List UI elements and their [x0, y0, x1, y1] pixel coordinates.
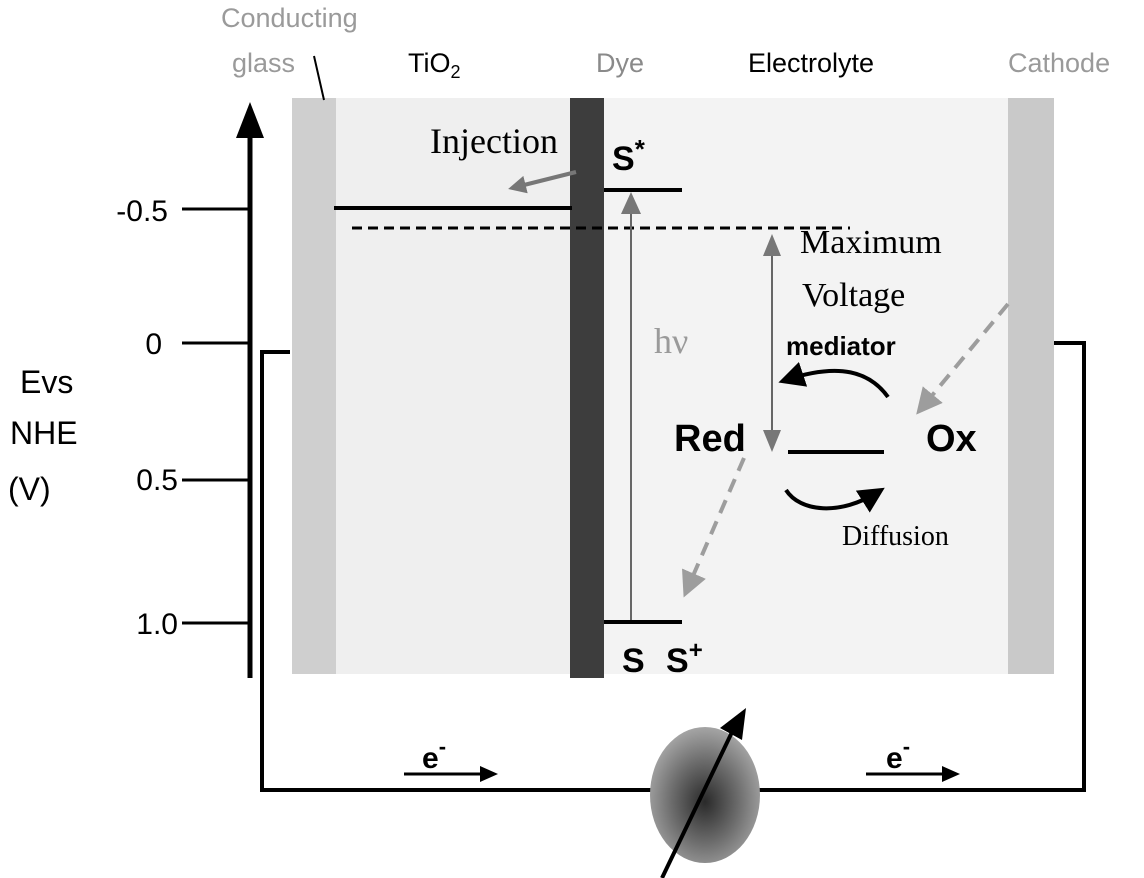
label-s-ground: S	[622, 642, 645, 680]
label-h-nu: hν	[654, 321, 688, 361]
max-voltage-arrowhead-bottom	[763, 430, 781, 452]
label-mediator: mediator	[786, 331, 896, 361]
max-voltage-arrowhead-top	[763, 234, 781, 256]
label-electrolyte: Electrolyte	[748, 48, 874, 78]
tick-label-0-5: 0.5	[136, 464, 178, 497]
load-meter-needle-arrowhead	[720, 708, 746, 740]
axis-label-nhe: NHE	[10, 415, 78, 451]
label-cathode: Cathode	[1008, 48, 1110, 78]
injection-arrow	[508, 170, 577, 194]
glass-pointer-line	[313, 55, 325, 101]
energy-axis-arrowhead	[236, 102, 264, 138]
cathode-panel	[1008, 98, 1054, 674]
mediator-arrow	[778, 361, 890, 399]
regeneration-dashed-arrow	[682, 457, 746, 598]
label-red: Red	[674, 418, 746, 460]
electron-arrowhead-left	[480, 766, 498, 782]
label-electron-left: e-	[422, 734, 446, 775]
label-voltage: Voltage	[802, 277, 905, 314]
label-ox: Ox	[926, 418, 977, 460]
tick-label-minus-0-5: -0.5	[116, 195, 168, 228]
electron-arrowhead-right	[942, 766, 960, 782]
label-tio2: TiO2	[408, 48, 461, 82]
label-diffusion: Diffusion	[842, 521, 949, 552]
label-glass: glass	[232, 48, 295, 78]
load-meter-needle	[660, 727, 736, 878]
label-maximum: Maximum	[800, 224, 942, 261]
load-meter	[650, 727, 760, 863]
label-s-plus: S+	[666, 637, 703, 680]
axis-label-evs: Evs	[20, 364, 73, 400]
label-s-star: S*	[612, 134, 646, 178]
electrolyte-panel	[604, 98, 1010, 674]
tio2-panel	[336, 98, 572, 674]
label-injection: Injection	[430, 121, 558, 161]
label-electron-right: e-	[886, 734, 910, 775]
diffusion-arrow	[784, 487, 885, 513]
excitation-arrowhead	[621, 192, 641, 214]
dye-bar	[570, 98, 604, 678]
tick-label-0: 0	[145, 328, 162, 361]
conducting-glass-panel	[292, 98, 336, 674]
label-conducting: Conducting	[221, 3, 358, 33]
label-dye: Dye	[596, 48, 644, 78]
axis-label-unit: (V)	[8, 471, 51, 507]
tick-label-1-0: 1.0	[136, 608, 178, 641]
